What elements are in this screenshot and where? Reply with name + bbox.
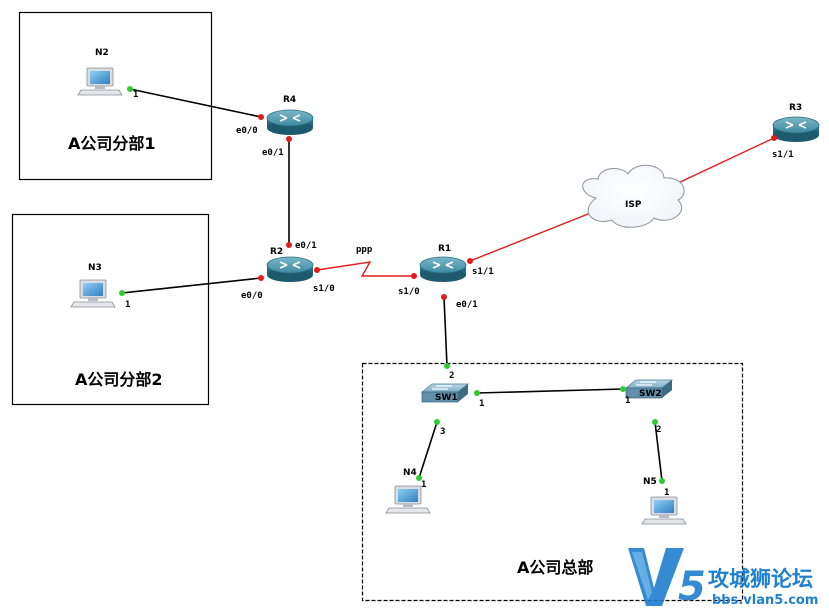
branch2-title: A公司分部2	[75, 370, 163, 389]
port-dot-sw1-p3	[434, 419, 440, 425]
r2-e01-label: e0/1	[295, 241, 317, 251]
serial-links	[316, 137, 775, 277]
link-r1-isp	[469, 211, 594, 262]
branch2-box	[11, 213, 210, 406]
sw2-p2-label: 2	[656, 425, 661, 435]
r1-s10-label: s1/0	[398, 287, 420, 297]
port-dot-sw1-p2	[444, 363, 450, 369]
port-dot-n2	[127, 86, 133, 92]
n5-port-label: 1	[664, 488, 669, 498]
r2-s10-label: s1/0	[313, 284, 335, 294]
router-r2[interactable]	[266, 256, 314, 283]
r4-e01-label: e0/1	[262, 148, 284, 158]
r4-e00-label: e0/0	[236, 126, 258, 136]
port-dot-r4-e00	[258, 114, 264, 120]
link-n3-r2	[121, 277, 262, 294]
pc-n5[interactable]	[641, 496, 687, 525]
link-sw2-n5	[654, 421, 663, 482]
r4-label: R4	[283, 95, 296, 105]
hq-title: A公司总部	[517, 558, 593, 577]
port-dot-r4-e01	[286, 136, 292, 142]
watermark-url: bbs.vlan5.com	[712, 593, 818, 608]
branch1-title: A公司分部1	[68, 134, 156, 153]
n4-label: N4	[403, 468, 417, 478]
watermark: 5 攻城狮论坛 bbs.vlan5.com	[628, 548, 818, 610]
pc-n3[interactable]	[70, 279, 116, 308]
n4-port-label: 1	[421, 480, 426, 490]
link-isp-r3	[675, 137, 775, 185]
r1-e01-label: e0/1	[456, 300, 478, 310]
n2-port-label: 1	[133, 90, 138, 100]
r2-e00-label: e0/0	[241, 291, 263, 301]
port-dot-r1-s10	[411, 273, 417, 279]
sw1-p3-label: 3	[440, 427, 445, 437]
router-r4[interactable]	[266, 109, 314, 136]
port-dot-r2-e00	[258, 275, 264, 281]
sw1-p2-label: 2	[449, 371, 454, 381]
r1-s11-label: s1/1	[472, 267, 494, 277]
r2-label: R2	[270, 247, 283, 257]
router-r1[interactable]	[419, 256, 467, 283]
branch1-box	[18, 11, 213, 181]
port-dot-r1-s11	[467, 258, 473, 264]
port-dot-sw2-p1	[620, 386, 626, 392]
port-dot-r1-e01	[441, 294, 447, 300]
switch-sw2[interactable]: SW2	[625, 379, 673, 399]
n3-port-label: 1	[125, 300, 130, 310]
n3-label: N3	[88, 263, 102, 273]
sw1-p1-label: 1	[479, 399, 484, 409]
r3-label: R3	[789, 103, 802, 113]
pc-n4[interactable]	[385, 485, 431, 514]
watermark-site-name: 攻城狮论坛	[708, 567, 813, 591]
link-r2-r1-ppp	[316, 261, 414, 277]
sw2-p1-label: 1	[625, 396, 630, 406]
link-sw1-sw2	[476, 388, 624, 394]
ethernet-links	[121, 88, 663, 482]
isp-cloud[interactable]: ISP	[582, 164, 685, 228]
sw2-label: SW2	[639, 389, 662, 399]
n2-label: N2	[95, 48, 109, 58]
hq-box	[361, 362, 744, 602]
port-dot-n4	[416, 475, 422, 481]
port-dot-r2-s10	[314, 267, 320, 273]
r1-label: R1	[438, 244, 451, 254]
link-sw1-n4	[418, 421, 438, 479]
pc-n2[interactable]	[77, 67, 123, 96]
sw1-label: SW1	[435, 393, 458, 403]
port-dot-sw2-p2	[652, 419, 658, 425]
router-r3[interactable]	[772, 116, 820, 143]
link-r1-sw1	[443, 296, 448, 367]
n5-label: N5	[643, 477, 657, 487]
port-dot-sw1-p1	[474, 390, 480, 396]
port-dot-r2-e01	[286, 242, 292, 248]
watermark-logo-icon: 5	[628, 548, 706, 610]
port-dot-n3	[119, 290, 125, 296]
port-dots	[119, 86, 777, 484]
link-n2-r4	[129, 88, 262, 118]
isp-label: ISP	[625, 200, 642, 210]
port-dot-n5	[659, 478, 665, 484]
switch-sw1[interactable]: SW1	[421, 383, 469, 403]
port-dot-r3-s11	[771, 135, 777, 141]
ppp-label: ppp	[356, 245, 373, 255]
r3-s11-label: s1/1	[772, 150, 794, 160]
watermark-digit: 5	[678, 564, 706, 610]
